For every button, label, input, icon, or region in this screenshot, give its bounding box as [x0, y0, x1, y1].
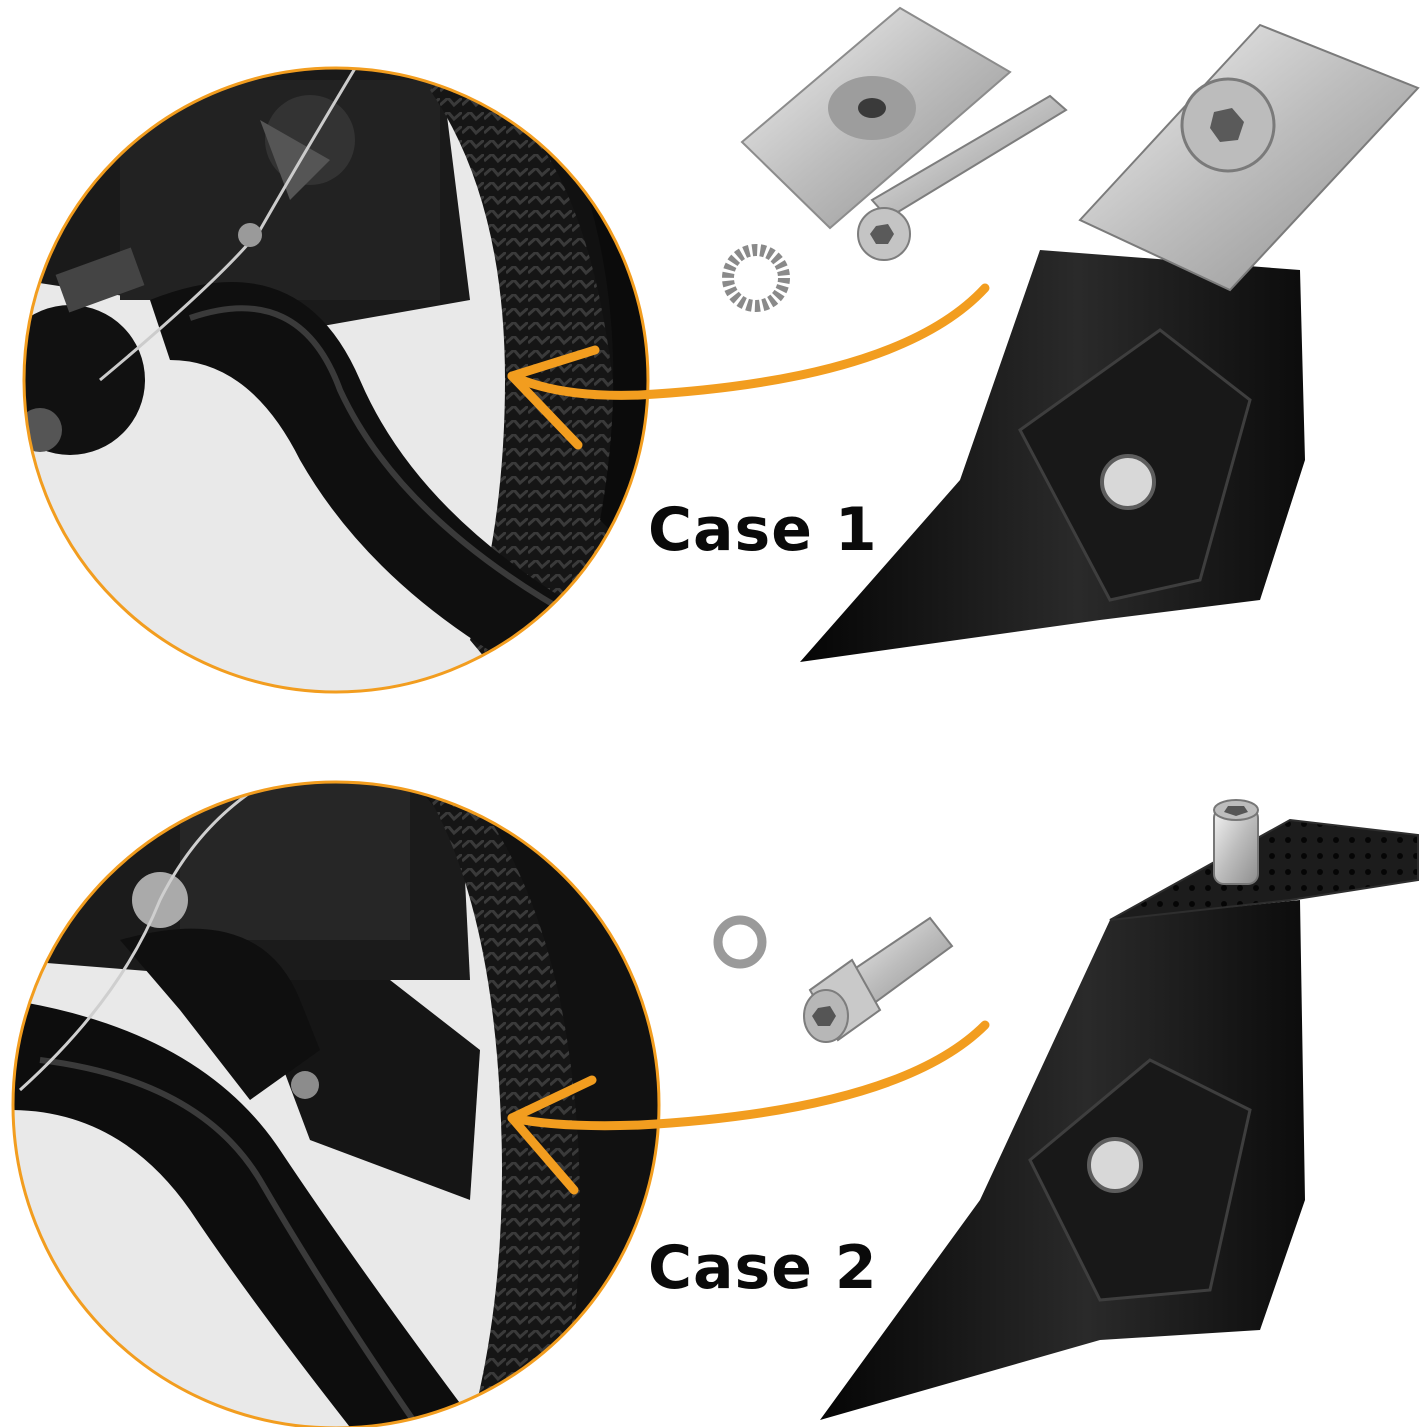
clamp-plate-icon: [740, 6, 1012, 230]
case2-arrow-icon: [507, 1020, 990, 1131]
case1-arrow-icon: [507, 283, 990, 400]
case2-arrowhead-icon: [507, 1075, 597, 1195]
case1-label: Case 1: [648, 495, 878, 565]
case1-arrowhead-icon: [507, 345, 600, 450]
split-lock-washer-icon: [713, 915, 767, 969]
socket-cap-screw-icon: [803, 916, 954, 1043]
case1-zoom-circle: [22, 66, 650, 694]
case1-kickstand-icon: [800, 23, 1420, 662]
case2-zoom-circle: [11, 780, 661, 1427]
serrated-washer-icon: [722, 244, 790, 312]
case2-label: Case 2: [648, 1233, 878, 1303]
case2-kickstand-icon: [820, 799, 1419, 1420]
countersunk-bolt-icon: [857, 94, 1068, 261]
